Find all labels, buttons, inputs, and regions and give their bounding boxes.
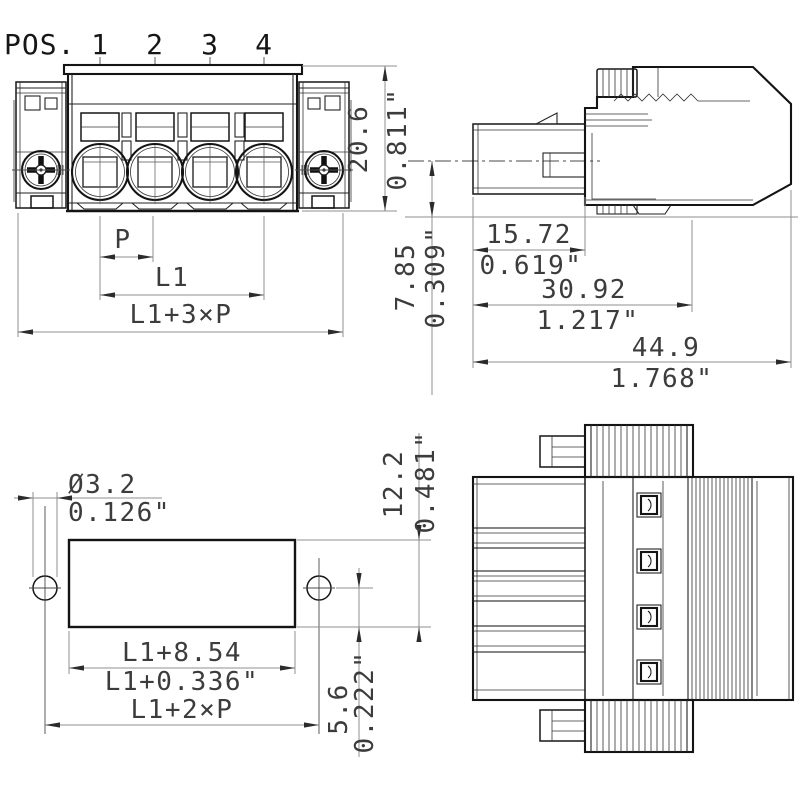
dim-overall-depth-mm: 44.9 <box>632 333 701 363</box>
right-flange <box>295 81 353 209</box>
side-view-dimensions: 7.85 0.309" 15.72 0.619" 30.92 1.217" 44… <box>391 161 798 395</box>
dim-plug-depth-mm: 15.72 <box>486 220 572 250</box>
dim-overall-label: L1+3×P <box>130 300 233 330</box>
position-header: POS. 1 2 3 4 <box>4 28 273 65</box>
dim-plug-depth-in: 0.619" <box>480 251 583 281</box>
dim-center-base-in: 0.309" <box>421 226 451 329</box>
ribbed-grip <box>687 477 790 700</box>
dim-pitch-label: P <box>114 225 131 255</box>
dim-hole-dia-mm: Ø3.2 <box>68 470 137 500</box>
footprint-dimensions: Ø3.2 0.126" 12.2 0.481" 5.6 0.222" L1+8.… <box>14 431 441 757</box>
bottom-thumbwheel <box>539 698 695 754</box>
dim-hole-dia-in: 0.126" <box>68 498 171 528</box>
dim-footprint-width-in: 0.481" <box>411 431 441 534</box>
dim-height-in: 0.811" <box>383 88 413 191</box>
dim-hole-offset-in: 0.222" <box>350 651 380 754</box>
wire-entry-ports <box>70 142 294 210</box>
dim-housing-depth-mm: 30.92 <box>541 275 627 305</box>
front-view-dimensions: 20.6 0.811" P L1 L1+3×P <box>17 65 413 337</box>
side-view <box>408 65 793 215</box>
left-flange <box>12 81 70 209</box>
dim-hole-span-label: L1+2×P <box>131 695 234 725</box>
dim-hole-offset-mm: 5.6 <box>324 683 354 734</box>
dim-center-base-mm: 7.85 <box>391 243 421 312</box>
top-thumbwheel <box>539 423 695 479</box>
dim-footprint-length-in: L1+0.336" <box>105 667 259 697</box>
dim-height-mm: 20.6 <box>344 105 374 174</box>
pos-label: POS. <box>4 28 75 61</box>
pole-windows <box>80 112 284 161</box>
pos-number-1: 1 <box>91 28 109 61</box>
dim-l1-label: L1 <box>155 263 189 293</box>
pos-number-2: 2 <box>146 28 164 61</box>
footprint-view <box>29 506 335 734</box>
dim-housing-depth-in: 1.217" <box>537 306 640 336</box>
dim-footprint-length-mm: L1+8.54 <box>122 638 242 668</box>
pos-number-3: 3 <box>201 28 219 61</box>
pos-number-4: 4 <box>255 28 273 61</box>
front-view <box>12 63 353 213</box>
dim-footprint-width-mm: 12.2 <box>379 450 409 519</box>
dim-overall-depth-in: 1.768" <box>611 364 714 394</box>
top-view <box>471 423 795 754</box>
clamp-windows <box>636 492 662 685</box>
